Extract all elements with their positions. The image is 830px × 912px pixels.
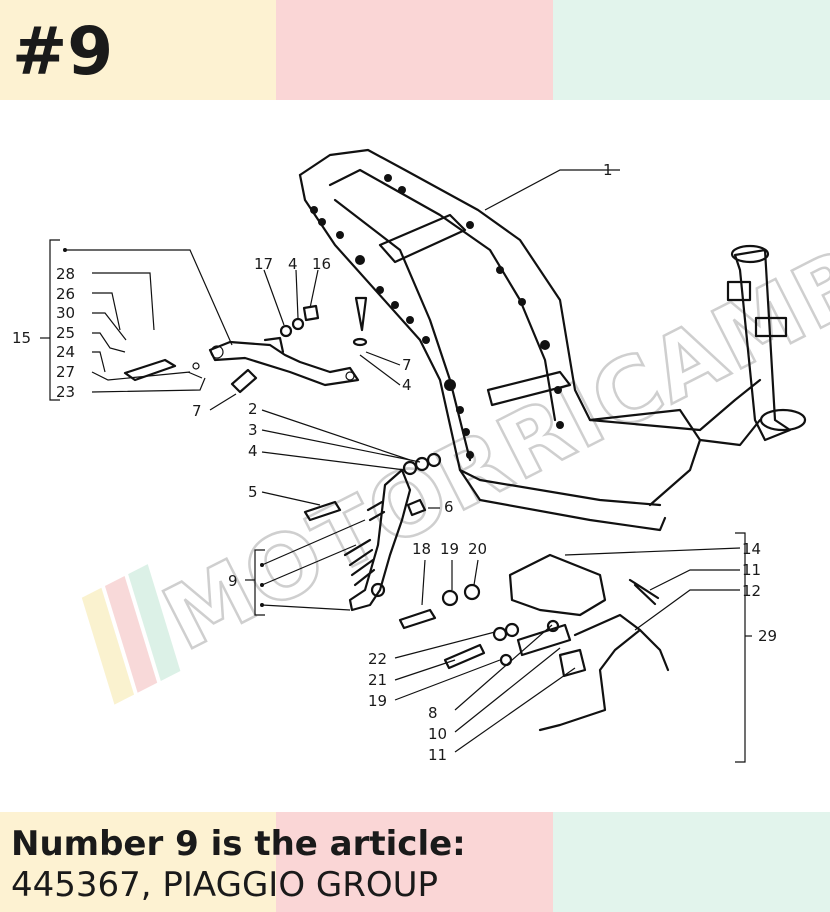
band-green	[553, 0, 830, 100]
callout-30: 30	[56, 304, 75, 322]
callout-5: 5	[248, 483, 258, 501]
band-pink	[276, 812, 553, 912]
band-pink	[276, 0, 553, 100]
band-green	[553, 812, 830, 912]
nut-washer-set	[279, 296, 368, 347]
footer-color-band	[0, 812, 830, 912]
frame-part	[298, 148, 807, 532]
callout-3: 3	[248, 421, 258, 439]
callout-4-bolt: 4	[402, 376, 412, 394]
callout-8: 8	[428, 704, 438, 722]
callout-22: 22	[368, 650, 387, 668]
callout-14: 14	[742, 540, 761, 558]
callout-7-right: 7	[402, 356, 412, 374]
callout-11-bottom: 11	[428, 746, 447, 764]
group-brackets	[40, 239, 752, 763]
callout-7-left: 7	[192, 402, 202, 420]
caption-article: 445367, PIAGGIO GROUP	[11, 865, 439, 905]
exploded-parts-diagram: MOTORRICAMBI	[12, 148, 830, 764]
callout-2: 2	[248, 400, 258, 418]
callout-labels: 1 2 3 4 4 4 5 6 7 7 8 9 10 11 11 12 14 1…	[12, 161, 777, 764]
watermark: MOTORRICAMBI	[81, 210, 830, 705]
callout-4-stand: 4	[248, 442, 258, 460]
callout-24: 24	[56, 343, 75, 361]
callout-10: 10	[428, 725, 447, 743]
callout-6: 6	[444, 498, 454, 516]
footrest-bracket	[123, 336, 360, 394]
callout-28: 28	[56, 265, 75, 283]
callout-26: 26	[56, 285, 75, 303]
frame-holes	[310, 174, 564, 459]
callout-15: 15	[12, 329, 31, 347]
callout-27: 27	[56, 363, 75, 381]
callout-11-right: 11	[742, 561, 761, 579]
item-number-heading: #9	[12, 13, 114, 90]
callout-18: 18	[412, 540, 431, 558]
caption-title: Number 9 is the article:	[11, 824, 466, 864]
callout-19-top: 19	[440, 540, 459, 558]
band-yellow	[0, 812, 276, 912]
callout-25: 25	[56, 324, 75, 342]
callout-4-top: 4	[288, 255, 298, 273]
callout-12: 12	[742, 582, 761, 600]
callout-21: 21	[368, 671, 387, 689]
callout-16: 16	[312, 255, 331, 273]
band-yellow	[0, 0, 276, 100]
header-color-band	[0, 0, 830, 100]
callout-29: 29	[758, 627, 777, 645]
callout-23: 23	[56, 383, 75, 401]
callout-9: 9	[228, 572, 238, 590]
callout-1: 1	[603, 161, 613, 179]
callout-20: 20	[468, 540, 487, 558]
side-stand-assembly	[303, 452, 442, 612]
watermark-text: MOTORRICAMBI	[148, 211, 830, 670]
center-stand-assembly	[398, 553, 670, 732]
callout-19-bottom: 19	[368, 692, 387, 710]
leader-lines	[65, 169, 741, 753]
callout-17: 17	[254, 255, 273, 273]
